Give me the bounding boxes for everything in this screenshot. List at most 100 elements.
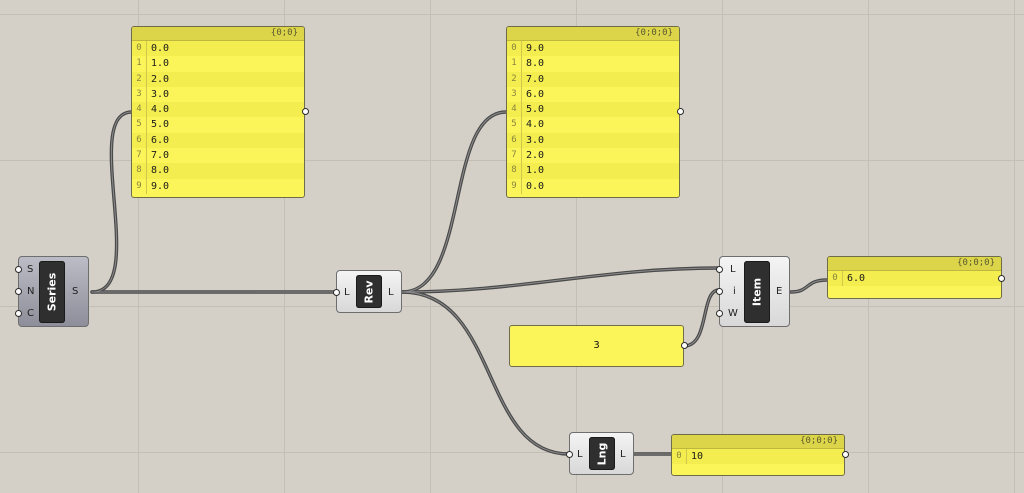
panel-output-grip[interactable]: [302, 108, 309, 115]
component-name: Rev: [362, 279, 376, 304]
component-name: Series: [45, 272, 59, 312]
component-name: Lng: [595, 442, 609, 465]
panel-path-label: {0;0;0}: [672, 435, 844, 449]
wire-item-to-panel: [789, 278, 829, 294]
param-w: W: [728, 308, 738, 319]
param-l: L: [577, 449, 583, 460]
row-value: 3.0: [526, 134, 545, 146]
param-out-l: L: [388, 287, 394, 298]
row-index: 2: [507, 71, 522, 87]
row-value: 4.0: [151, 104, 170, 116]
component-core: Series: [39, 261, 65, 323]
row-index: 4: [507, 102, 522, 118]
param-out-l: L: [620, 449, 626, 460]
row-index: 6: [132, 132, 147, 149]
row-value: 3.0: [151, 88, 170, 100]
row-index: 0: [507, 41, 522, 57]
param-n: N: [27, 286, 35, 297]
param-s: S: [27, 264, 34, 275]
row-value: 0.0: [526, 180, 545, 192]
panel-path-label: {0;0;0}: [828, 257, 1001, 271]
panel-output-grip[interactable]: [998, 275, 1005, 282]
input-grip-s[interactable]: [15, 266, 22, 273]
component-name: Item: [750, 277, 764, 307]
param-out-e: E: [776, 286, 783, 297]
row-value: 5.0: [526, 104, 545, 116]
param-l: L: [730, 264, 736, 275]
component-core: Item: [744, 261, 770, 323]
index-output-grip[interactable]: [681, 342, 688, 349]
series-component[interactable]: S N C Series S: [15, 256, 89, 327]
row-value: 1.0: [151, 58, 170, 70]
row-value: 9.0: [151, 180, 170, 192]
wire-reverse-to-item: [400, 266, 721, 294]
panel-output-grip[interactable]: [677, 108, 684, 115]
row-value: 10: [691, 451, 704, 462]
index-value: 3: [593, 340, 600, 351]
panel-path-label: {0;0;0}: [507, 27, 679, 41]
row-value: 5.0: [151, 119, 170, 131]
wire-reverse-to-panel: [400, 110, 508, 294]
row-value: 9.0: [526, 43, 545, 54]
row-value: 2.0: [526, 150, 545, 162]
input-grip-l[interactable]: [333, 289, 340, 296]
component-core: Lng: [589, 437, 615, 470]
row-index: 1: [132, 56, 147, 72]
row-index: 5: [507, 117, 522, 133]
panel-output-grip[interactable]: [842, 451, 849, 458]
row-value: 7.0: [526, 73, 545, 85]
row-value: 8.0: [151, 165, 170, 177]
input-grip-n[interactable]: [15, 288, 22, 295]
row-index: 5: [132, 117, 147, 133]
row-index: 7: [507, 148, 522, 164]
row-value: 6.0: [847, 273, 866, 284]
row-index: 9: [507, 178, 522, 194]
input-grip-l[interactable]: [716, 266, 723, 273]
index-input-panel[interactable]: 3: [509, 325, 684, 367]
row-index: 1: [507, 56, 522, 72]
input-grip-c[interactable]: [15, 310, 22, 317]
param-c: C: [27, 308, 34, 319]
wire-reverse-to-length: [400, 290, 571, 456]
input-grip-i[interactable]: [716, 288, 723, 295]
row-value: 6.0: [151, 134, 170, 146]
row-index: 4: [132, 102, 147, 118]
param-l: L: [344, 287, 350, 298]
row-index: 3: [132, 86, 147, 103]
row-index: 9: [132, 178, 147, 194]
input-grip-l[interactable]: [566, 451, 573, 458]
param-out-s: S: [72, 286, 79, 297]
row-index: 2: [132, 71, 147, 87]
list-item-component[interactable]: L i W Item E: [716, 256, 790, 327]
list-length-component[interactable]: L Lng L: [566, 432, 634, 475]
reverse-component[interactable]: L Rev L: [333, 270, 402, 313]
input-grip-w[interactable]: [716, 310, 723, 317]
